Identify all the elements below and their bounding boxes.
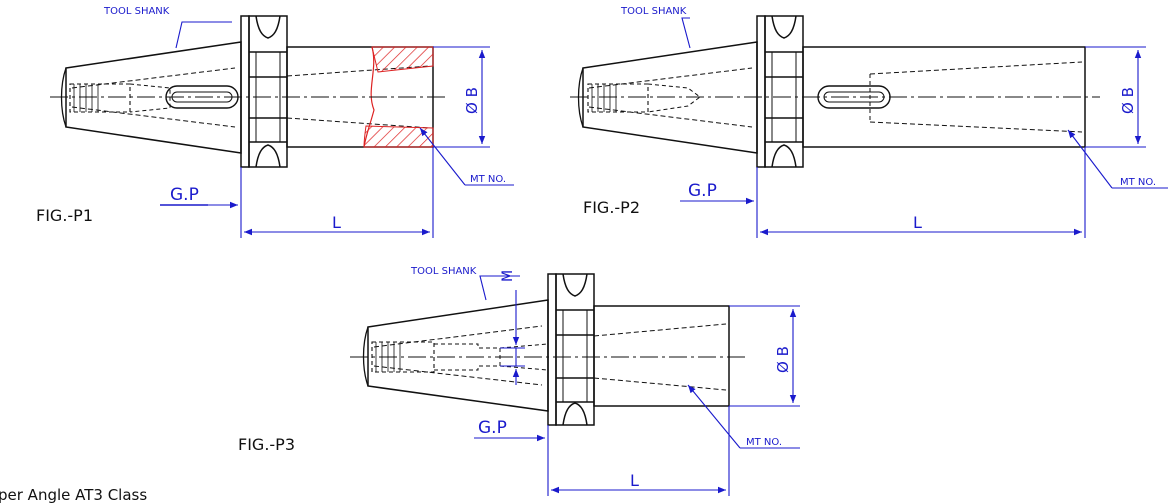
- p3-labels: TOOL SHANK MT NO. G.P L Ø B M: [410, 266, 792, 490]
- p1-section-hatch-upper: [371, 46, 434, 73]
- p1-gp-label: G.P: [170, 185, 199, 205]
- fig-p2-caption: FIG.-P2: [583, 198, 641, 217]
- p2-labels: TOOL SHANK MT NO. G.P L Ø B: [620, 6, 1156, 232]
- p3-taper-shank: [367, 299, 549, 412]
- p2-dimensions: [680, 17, 1168, 238]
- p1-length-label: L: [332, 213, 341, 232]
- figure-p2: [570, 15, 1100, 168]
- p2-taper-shank: [582, 41, 758, 154]
- p3-mt-no-label: MT NO.: [746, 437, 782, 448]
- p1-flange: [240, 15, 288, 168]
- p3-length-label: L: [630, 471, 639, 490]
- p1-dimensions: [160, 21, 514, 238]
- p3-tool-shank-label: TOOL SHANK: [410, 266, 477, 277]
- p1-tool-shank-label: TOOL SHANK: [103, 6, 170, 17]
- p3-gp-label: G.P: [478, 418, 507, 438]
- figure-p1: [50, 15, 445, 168]
- p2-gp-label: G.P: [688, 181, 717, 201]
- fig-p3-caption: FIG.-P3: [238, 435, 296, 454]
- footer-text: per Angle AT3 Class: [0, 486, 148, 504]
- p2-tool-shank-label: TOOL SHANK: [620, 6, 687, 17]
- p1-mt-no-label: MT NO.: [470, 174, 506, 185]
- p3-diameter-label: Ø B: [774, 346, 792, 373]
- p3-flange: [547, 273, 595, 426]
- p3-dimensions: [474, 275, 800, 496]
- p1-diameter-label: Ø B: [463, 87, 481, 114]
- p2-flange: [756, 15, 804, 168]
- p1-section-hatch-lower: [363, 125, 434, 148]
- p2-mt-no-label: MT NO.: [1120, 177, 1156, 188]
- figure-p3: [350, 273, 745, 426]
- p2-length-label: L: [913, 213, 922, 232]
- p2-diameter-label: Ø B: [1119, 87, 1137, 114]
- p1-labels: TOOL SHANK MT NO. G.P L Ø B: [103, 6, 506, 232]
- p3-body: [593, 305, 730, 407]
- fig-p1-caption: FIG.-P1: [36, 206, 94, 225]
- p3-m-label: M: [500, 270, 516, 282]
